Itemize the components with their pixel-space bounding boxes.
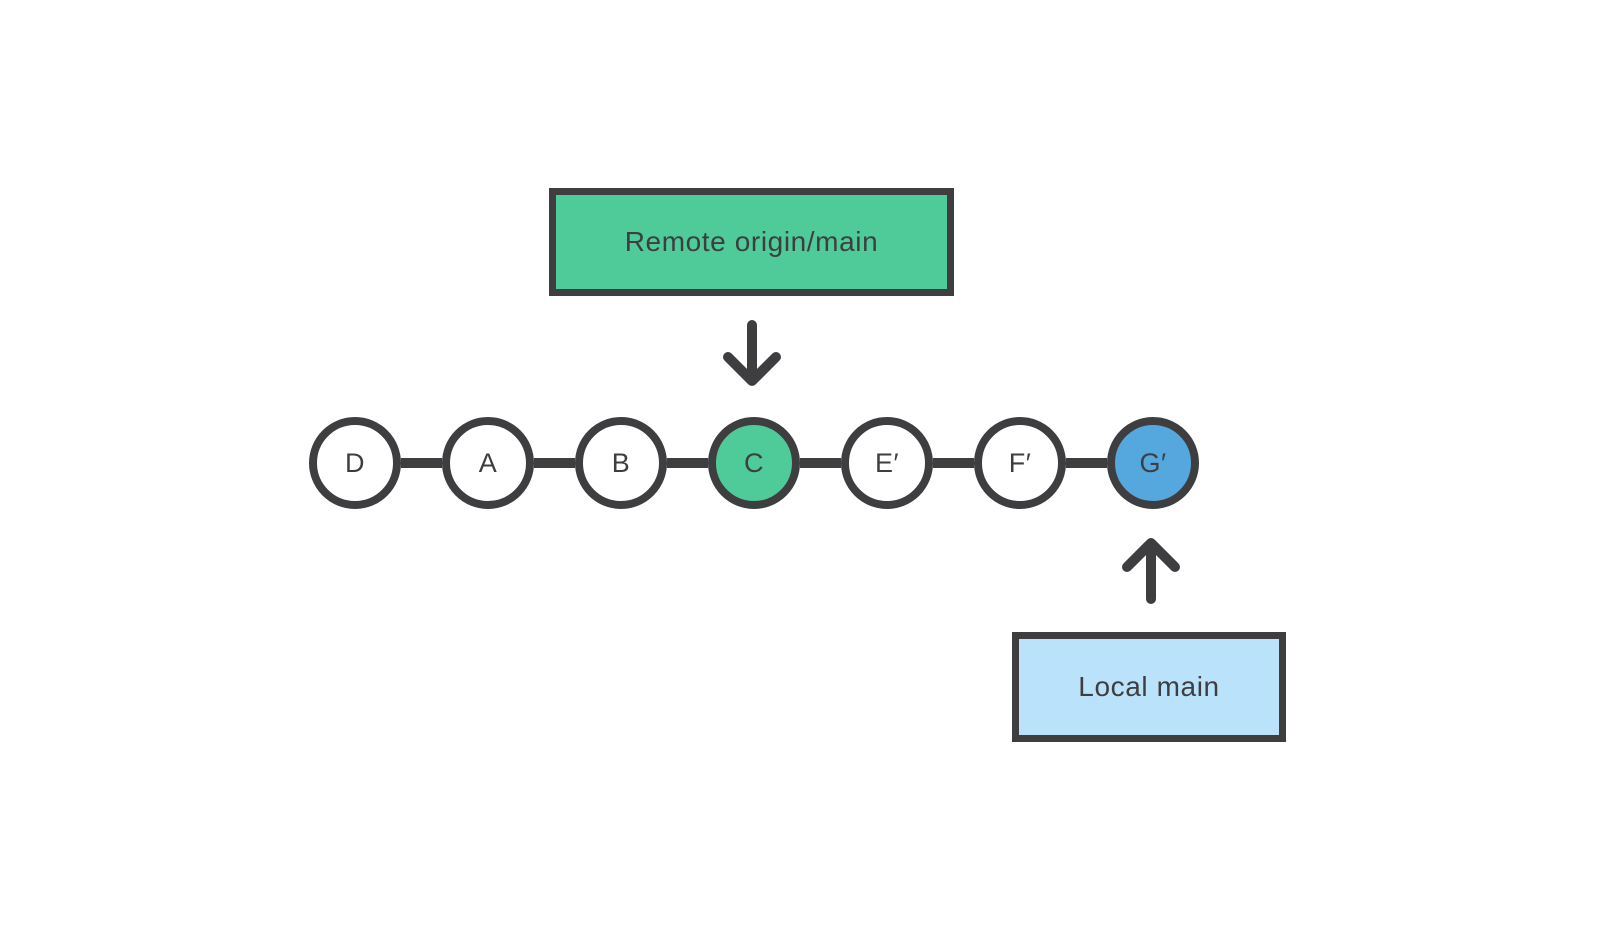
commit-label: E′ bbox=[874, 447, 900, 478]
local-branch-label: Local main bbox=[1078, 671, 1220, 702]
remote-branch-label: Remote origin/main bbox=[624, 226, 879, 257]
commit-node-remote-head: C bbox=[708, 417, 800, 509]
commit-connector bbox=[534, 458, 575, 468]
commit-label: F′ bbox=[1008, 447, 1032, 478]
commit-connector bbox=[667, 458, 708, 468]
commit-connector bbox=[933, 458, 974, 468]
commit-node: B bbox=[575, 417, 667, 509]
commit-node: D bbox=[309, 417, 401, 509]
commit-connector bbox=[1066, 458, 1107, 468]
commit-label: A bbox=[478, 447, 498, 478]
commit-label: D bbox=[345, 447, 365, 478]
commit-label: C bbox=[744, 447, 764, 478]
commit-node: A bbox=[442, 417, 534, 509]
commit-node: F′ bbox=[974, 417, 1066, 509]
commit-connector bbox=[401, 458, 442, 468]
arrow-up-icon bbox=[1119, 532, 1183, 606]
commit-chain: D A B C E′ F′ G′ bbox=[309, 417, 1199, 509]
commit-node-local-head: G′ bbox=[1107, 417, 1199, 509]
remote-branch-label-box: Remote origin/main bbox=[549, 188, 954, 296]
local-branch-label-box: Local main bbox=[1012, 632, 1286, 742]
commit-connector bbox=[800, 458, 841, 468]
commit-node: E′ bbox=[841, 417, 933, 509]
arrow-down-icon bbox=[720, 318, 784, 392]
commit-label: G′ bbox=[1139, 447, 1167, 478]
commit-label: B bbox=[611, 447, 631, 478]
